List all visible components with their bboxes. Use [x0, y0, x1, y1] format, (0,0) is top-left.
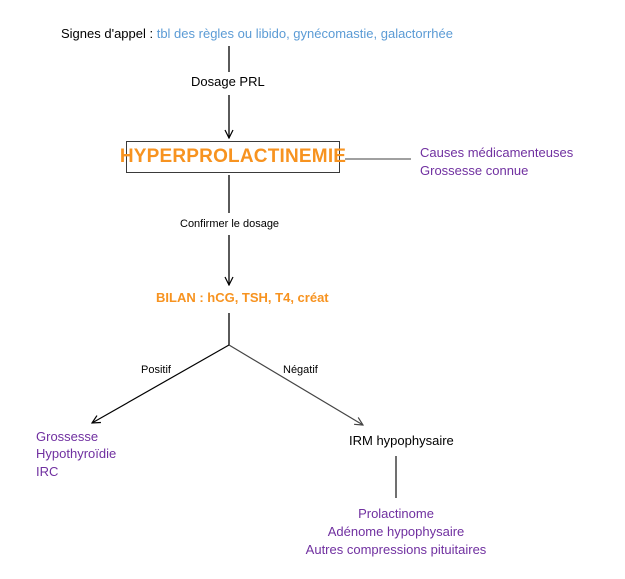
irm-node: IRM hypophysaire — [349, 433, 454, 448]
arrow-branch-negative — [228, 344, 363, 425]
branch-positive-label: Positif — [141, 364, 171, 376]
side-cause-1: Grossesse connue — [420, 163, 529, 178]
positive-result-1: Hypothyroïdie — [36, 446, 117, 461]
step-confirm-dosage: Confirmer le dosage — [180, 218, 280, 230]
hyperprolactinemie-node: HYPERPROLACTINEMIE — [120, 141, 346, 173]
irm-result-1: Adénome hypophysaire — [327, 524, 465, 539]
signs-row: Signes d'appel : tbl des règles ou libid… — [61, 25, 453, 43]
signs-label: Signes d'appel : — [61, 26, 157, 41]
signs-value: tbl des règles ou libido, gynécomastie, … — [156, 26, 454, 41]
positive-result-0: Grossesse — [36, 429, 99, 444]
arrow-branch-positive — [92, 344, 230, 423]
positive-result-2: IRC — [36, 464, 59, 479]
hyperprolactinemie-label: HYPERPROLACTINEMIE — [119, 146, 347, 167]
bilan-node: BILAN : hCG, TSH, T4, créat — [156, 290, 329, 305]
branch-negative-label: Négatif — [283, 364, 318, 376]
side-cause-0: Causes médicamenteuses — [420, 145, 574, 160]
step-dosage-prl: Dosage PRL — [191, 74, 265, 89]
irm-result-0: Prolactinome — [358, 506, 434, 521]
irm-result-2: Autres compressions pituitaires — [305, 542, 487, 557]
